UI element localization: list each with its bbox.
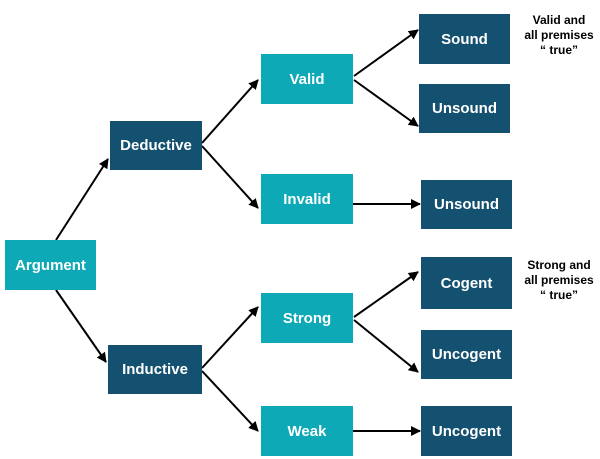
node-invalid: Invalid [261,174,353,224]
node-deductive: Deductive [110,121,202,170]
node-strong: Strong [261,293,353,343]
edge-inductive-strong [201,306,259,369]
note-cogent-line-1: Strong and [527,258,591,272]
node-inductive: Inductive [108,345,202,394]
note-sound-line-3: “ true” [539,43,578,57]
note-cogent-line-2: all premises [524,273,594,287]
edge-valid-unsound [353,79,419,127]
edge-strong-cogent [353,271,419,318]
edge-valid-sound [353,29,419,77]
node-cogent: Cogent [421,257,512,309]
note-sound-line-1: Valid and [532,13,586,27]
node-uncogent-strong: Uncogent [421,330,512,379]
edge-argument-inductive [55,289,107,363]
node-uncogent-weak: Uncogent [421,406,512,456]
node-argument: Argument [5,240,96,290]
node-weak: Weak [261,406,353,456]
node-unsound-invalid: Unsound [421,180,512,229]
edge-argument-deductive [55,158,109,241]
note-sound: Valid and all premises “ true” [520,13,598,58]
edge-strong-uncogent [353,319,419,373]
edge-deductive-invalid [201,145,259,209]
edge-deductive-valid [201,79,259,144]
edge-inductive-weak [201,370,259,432]
node-sound: Sound [419,14,510,64]
note-sound-line-2: all premises [524,28,594,42]
note-cogent-line-3: “ true” [539,288,578,302]
node-valid: Valid [261,54,353,104]
note-cogent: Strong and all premises “ true” [520,258,598,303]
node-unsound-valid: Unsound [419,84,510,133]
